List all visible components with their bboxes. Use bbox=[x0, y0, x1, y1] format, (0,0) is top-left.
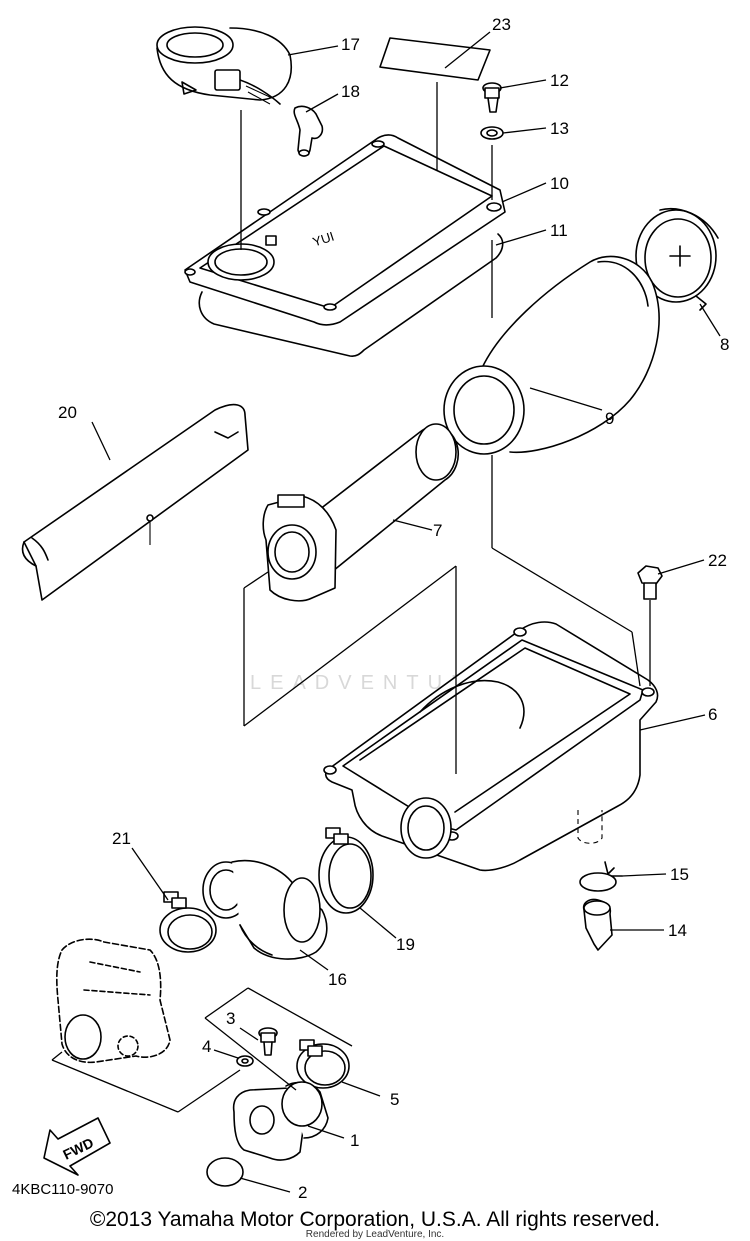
part-7-filter-guide bbox=[262, 423, 460, 602]
callout-leaders bbox=[91, 31, 721, 1193]
part-21-clamp bbox=[159, 891, 217, 953]
callout-3: 3 bbox=[226, 1009, 235, 1028]
callout-21: 21 bbox=[112, 829, 131, 848]
part-6-air-box bbox=[323, 621, 659, 872]
callout-19: 19 bbox=[396, 935, 415, 954]
callout-13: 13 bbox=[550, 119, 569, 138]
callout-12: 12 bbox=[550, 71, 569, 90]
part-19-clamp bbox=[318, 827, 374, 914]
part-12-screw bbox=[482, 82, 502, 113]
part-8-filter-cap bbox=[635, 208, 719, 311]
callout-11: 11 bbox=[550, 221, 568, 240]
part-4-washer bbox=[236, 1055, 254, 1067]
callout-9: 9 bbox=[605, 409, 614, 428]
part-18-breather-hose bbox=[293, 105, 324, 157]
carburetor-reference bbox=[56, 938, 171, 1064]
part-1-manifold bbox=[232, 1081, 329, 1161]
watermark-text: LEADVENTURE bbox=[250, 672, 497, 694]
callout-16: 16 bbox=[328, 970, 347, 989]
callout-7: 7 bbox=[433, 521, 442, 540]
callout-8: 8 bbox=[720, 335, 729, 354]
part-9-filter-element bbox=[443, 255, 660, 455]
part-3-screw bbox=[258, 1027, 278, 1056]
callout-5: 5 bbox=[390, 1090, 399, 1109]
callout-22: 22 bbox=[708, 551, 727, 570]
part-2-o-ring bbox=[206, 1157, 244, 1187]
part-13-washer bbox=[480, 126, 504, 140]
callout-labels: 17 18 23 12 13 10 11 8 9 7 20 22 6 15 14… bbox=[58, 15, 729, 1202]
callout-6: 6 bbox=[708, 705, 717, 724]
part-23-label bbox=[379, 37, 491, 81]
part-11-seal bbox=[198, 233, 504, 357]
callout-4: 4 bbox=[202, 1037, 211, 1056]
callout-10: 10 bbox=[550, 174, 569, 193]
callout-17: 17 bbox=[341, 35, 360, 54]
part-17-intake-duct bbox=[156, 26, 292, 105]
air-box-cap: IUY bbox=[184, 134, 506, 326]
part-15-clip bbox=[579, 861, 623, 892]
callout-23: 23 bbox=[492, 15, 511, 34]
callout-1: 1 bbox=[350, 1131, 359, 1150]
callout-20: 20 bbox=[58, 403, 77, 422]
part-16-intake-joint bbox=[202, 859, 328, 960]
part-20-plate bbox=[21, 403, 249, 601]
fwd-arrow-icon: FWD bbox=[43, 1117, 111, 1176]
rendered-by-text: Rendered by LeadVenture, Inc. bbox=[305, 1229, 445, 1240]
copyright-text: ©2013 Yamaha Motor Corporation, U.S.A. A… bbox=[89, 1208, 661, 1231]
lid-marking-text: IUY bbox=[310, 229, 336, 250]
part-5-clamp bbox=[296, 1039, 350, 1089]
assembly-guide-lines bbox=[51, 82, 651, 1113]
part-14-drain bbox=[582, 898, 613, 951]
callout-14: 14 bbox=[668, 921, 687, 940]
part-22-bolt bbox=[637, 565, 663, 600]
callout-2: 2 bbox=[298, 1183, 307, 1202]
diagram-code: 4KBC110-9070 bbox=[12, 1181, 114, 1198]
callout-15: 15 bbox=[670, 865, 689, 884]
callout-18: 18 bbox=[341, 82, 360, 101]
